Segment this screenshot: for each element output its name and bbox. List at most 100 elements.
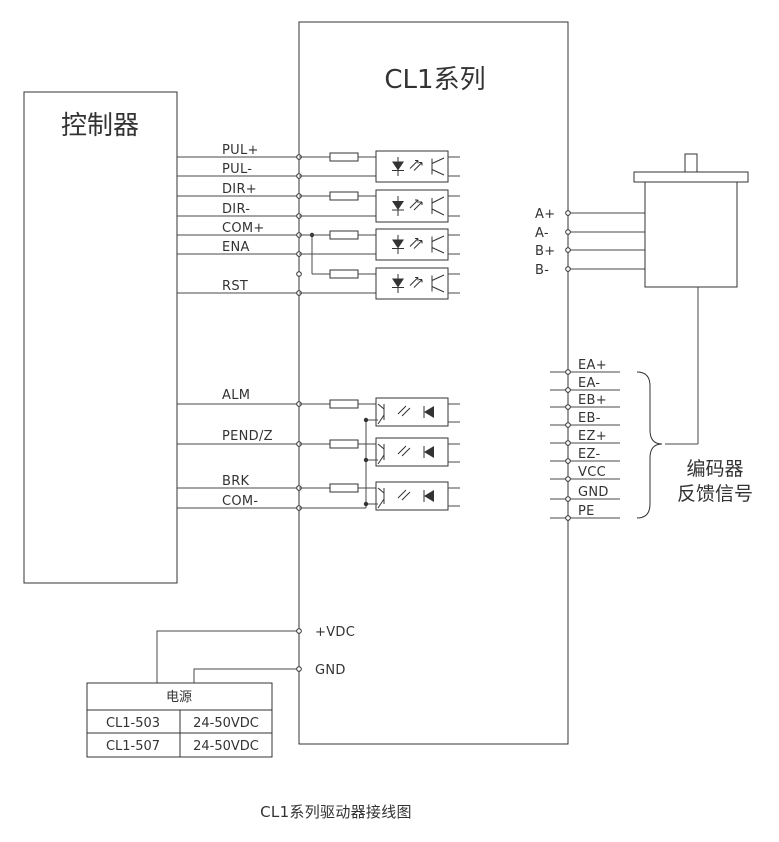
input-optocoupler <box>296 189 460 223</box>
input-optocoupler <box>296 150 460 183</box>
light-arrow <box>409 199 423 211</box>
stepper-motor-icon <box>633 153 749 445</box>
encoder-pin: VCC <box>578 465 606 480</box>
resistor <box>329 269 359 279</box>
motor-pin-labels: A+ A- B+ B- <box>535 207 555 278</box>
terminal-dot <box>565 476 571 482</box>
encoder-pin: EZ- <box>578 447 600 462</box>
input-optocoupler <box>296 267 460 300</box>
output-label: COM- <box>222 494 258 509</box>
junction-dot <box>363 501 369 507</box>
led-icon <box>392 278 404 288</box>
terminal-dot <box>565 440 571 446</box>
light-arrow <box>397 489 411 501</box>
terminal-dot <box>296 271 302 277</box>
encoder-pin: GND <box>578 485 609 500</box>
transistor-leads <box>377 403 385 425</box>
input-optocouplers <box>296 150 460 300</box>
power-wires <box>156 628 302 683</box>
encoder-pin: PE <box>578 504 595 519</box>
controller-title: 控制器 <box>61 111 139 141</box>
led-icon <box>424 446 434 458</box>
output-optocoupler <box>296 397 460 427</box>
output-optocoupler <box>296 481 460 511</box>
resistor <box>329 399 359 409</box>
input-label: COM+ <box>222 221 265 236</box>
encoder-pin: EZ+ <box>578 429 607 444</box>
power-table: 电源 CL1-503 24-50VDC CL1-507 24-50VDC <box>86 682 273 758</box>
input-label: PUL+ <box>222 143 259 158</box>
output-label: BRK <box>222 474 250 489</box>
opto-box <box>375 437 449 467</box>
power-table-cell: CL1-507 <box>106 739 160 754</box>
opto-box <box>375 397 449 427</box>
transistor-leads <box>431 235 445 254</box>
controller-box <box>23 91 178 584</box>
light-arrow <box>409 160 423 171</box>
diagram-caption: CL1系列驱动器接线图 <box>260 803 412 821</box>
junction-dot <box>363 457 369 463</box>
power-table-cell: 24-50VDC <box>193 716 259 731</box>
light-arrow <box>397 445 411 457</box>
transistor-leads <box>431 157 445 176</box>
output-wires <box>177 403 299 509</box>
output-label: PEND/Z <box>222 429 273 444</box>
terminal-dot <box>565 496 571 502</box>
arrowhead <box>415 238 423 244</box>
input-optocoupler <box>296 228 460 261</box>
driver-title: CL1系列 <box>384 65 485 95</box>
transistor-leads <box>377 443 385 465</box>
terminal-dot <box>565 387 571 393</box>
resistor <box>329 152 359 162</box>
encoder-label-line1: 编码器 <box>686 458 743 480</box>
input-wires <box>177 156 299 294</box>
output-labels: ALM PEND/Z BRK COM- <box>222 388 273 509</box>
resistor <box>329 191 359 201</box>
light-arrow <box>397 405 411 417</box>
motor-pin: B- <box>535 263 549 278</box>
input-label: DIR- <box>222 202 250 217</box>
transistor-leads <box>431 274 445 293</box>
input-label: PUL- <box>222 162 252 177</box>
resistor <box>329 230 359 240</box>
driver-box <box>298 21 569 745</box>
power-table-header: 电源 <box>166 690 192 705</box>
output-label: ALM <box>222 388 250 403</box>
arrowhead <box>415 199 423 205</box>
input-label: RST <box>222 279 248 294</box>
encoder-pin: EA+ <box>578 358 607 373</box>
led-icon <box>392 239 404 249</box>
light-arrow <box>409 277 423 288</box>
led-icon <box>392 201 404 210</box>
led-icon <box>392 161 404 171</box>
transistor-leads <box>431 196 445 216</box>
input-labels: PUL+ PUL- DIR+ DIR- COM+ ENA RST <box>222 143 265 294</box>
opto-box <box>375 481 449 511</box>
power-table-cell: 24-50VDC <box>193 739 259 754</box>
led-icon <box>424 490 434 502</box>
terminal-dot <box>565 422 571 428</box>
input-label: ENA <box>222 240 250 255</box>
led-icon <box>424 406 434 418</box>
power-table-cell: CL1-503 <box>106 716 160 731</box>
arrowhead <box>415 160 423 166</box>
terminal-dot <box>565 458 571 464</box>
motor-pin: A- <box>535 226 549 241</box>
motor-pin: A+ <box>535 207 555 222</box>
encoder-label-line2: 反馈信号 <box>677 483 753 505</box>
terminal-dot <box>565 369 571 375</box>
encoder-pin: EA- <box>578 376 600 391</box>
output-optocouplers <box>296 397 460 511</box>
junction-dot <box>363 417 369 423</box>
transistor-leads <box>377 487 385 509</box>
resistor <box>329 439 359 449</box>
power-pin-gnd: GND <box>315 663 346 678</box>
resistor <box>329 483 359 493</box>
motor-pin: B+ <box>535 244 555 259</box>
power-pin-vdc: +VDC <box>315 625 355 640</box>
terminal-dot <box>565 404 571 410</box>
arrowhead <box>415 277 423 283</box>
